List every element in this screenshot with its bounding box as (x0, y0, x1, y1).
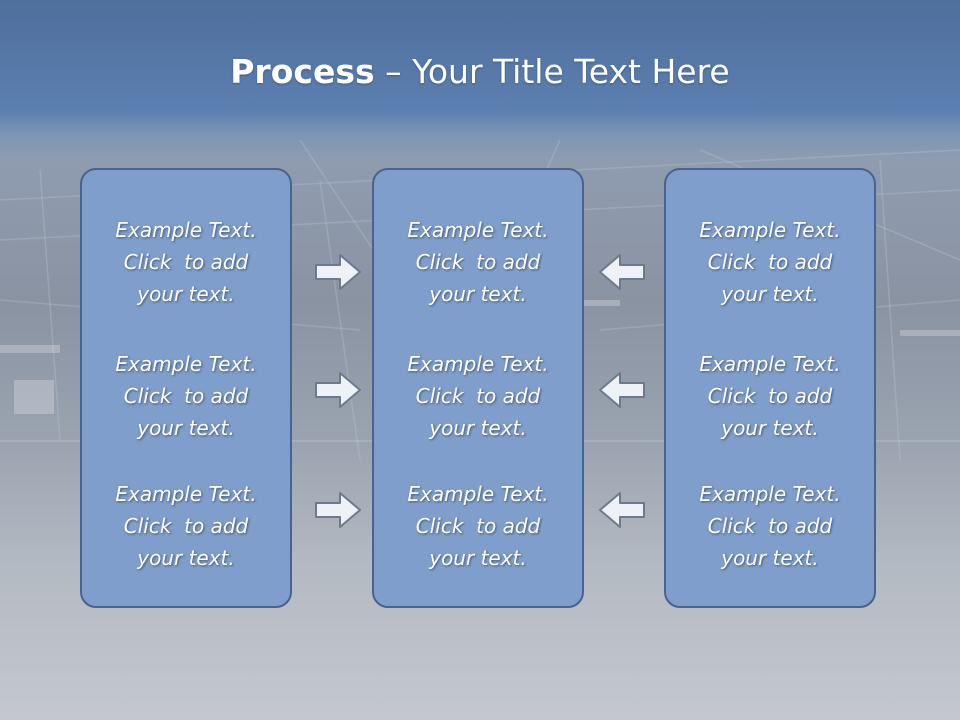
arrow-left-icon[interactable] (598, 490, 646, 530)
arrow-right-icon[interactable] (314, 490, 362, 530)
center-text-1[interactable]: Example Text. Click to add your text. (407, 218, 549, 306)
left-text-3[interactable]: Example Text. Click to add your text. (115, 482, 257, 570)
arrow-right-icon[interactable] (314, 252, 362, 292)
center-text-2[interactable]: Example Text. Click to add your text. (407, 352, 549, 440)
arrow-left-icon[interactable] (598, 252, 646, 292)
right-text-2[interactable]: Example Text. Click to add your text. (699, 352, 841, 440)
title-bold-text: Process (230, 52, 375, 91)
center-text-3[interactable]: Example Text. Click to add your text. (407, 482, 549, 570)
left-text-1[interactable]: Example Text. Click to add your text. (115, 218, 257, 306)
arrow-left-icon[interactable] (598, 370, 646, 410)
left-column-panel[interactable]: Example Text. Click to add your text. Ex… (80, 168, 292, 608)
right-text-3[interactable]: Example Text. Click to add your text. (699, 482, 841, 570)
right-column-panel[interactable]: Example Text. Click to add your text. Ex… (664, 168, 876, 608)
left-text-2[interactable]: Example Text. Click to add your text. (115, 352, 257, 440)
arrow-right-icon[interactable] (314, 370, 362, 410)
right-text-1[interactable]: Example Text. Click to add your text. (699, 218, 841, 306)
center-column-panel[interactable]: Example Text. Click to add your text. Ex… (372, 168, 584, 608)
title-rest-text: – Your Title Text Here (374, 52, 730, 91)
slide-title[interactable]: Process – Your Title Text Here (0, 52, 960, 91)
